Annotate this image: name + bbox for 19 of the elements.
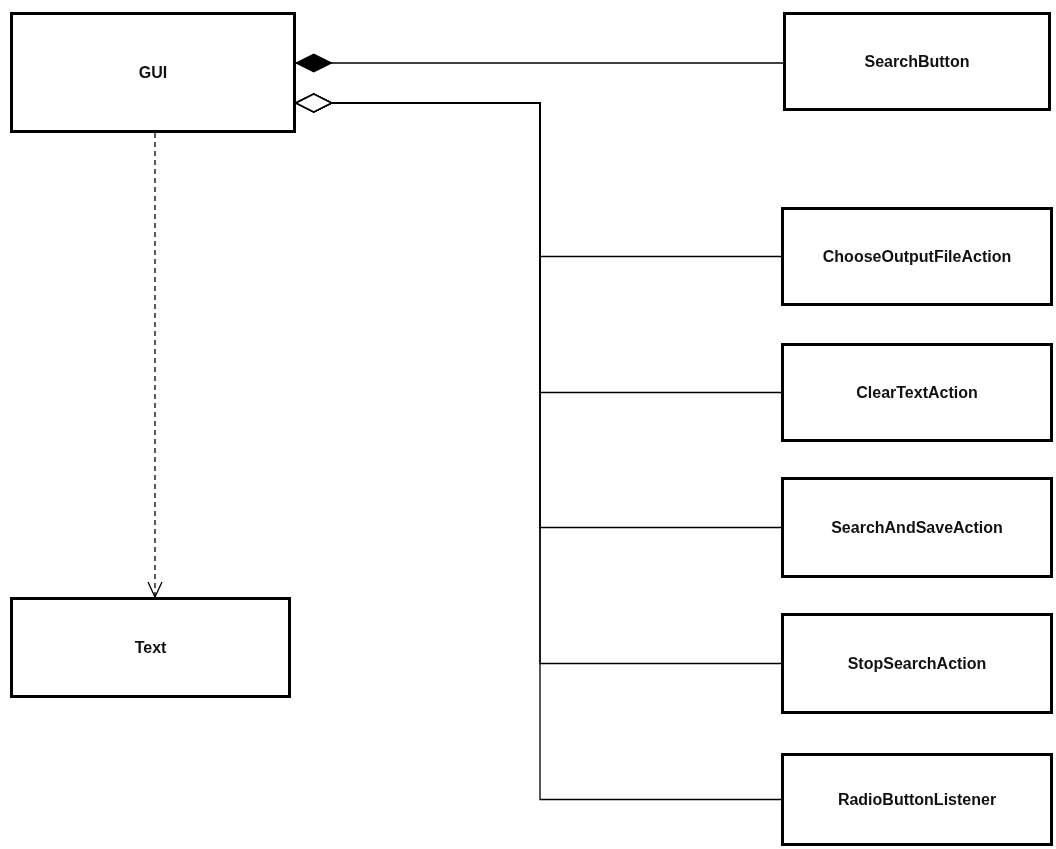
class-box (10, 12, 296, 133)
class-name: GUI (138, 63, 168, 82)
class-name: StopSearchAction (847, 654, 987, 673)
class-box (781, 343, 1053, 442)
class-name: ChooseOutputFileAction (822, 247, 1012, 266)
class-box (781, 207, 1053, 306)
class-name: Text (134, 638, 167, 657)
class-box (781, 753, 1053, 846)
class-name: ClearTextAction (856, 383, 978, 402)
class-box (10, 597, 291, 698)
class-box (781, 613, 1053, 714)
class-box (783, 12, 1051, 111)
dependency-arrow (147, 132, 163, 598)
class-name: RadioButtonListener (837, 790, 997, 809)
composition-connector (295, 53, 784, 73)
class-name: SearchAndSaveAction (831, 518, 1003, 537)
class-box (781, 477, 1053, 578)
aggregation-connector (295, 93, 782, 801)
class-name: SearchButton (864, 52, 970, 71)
